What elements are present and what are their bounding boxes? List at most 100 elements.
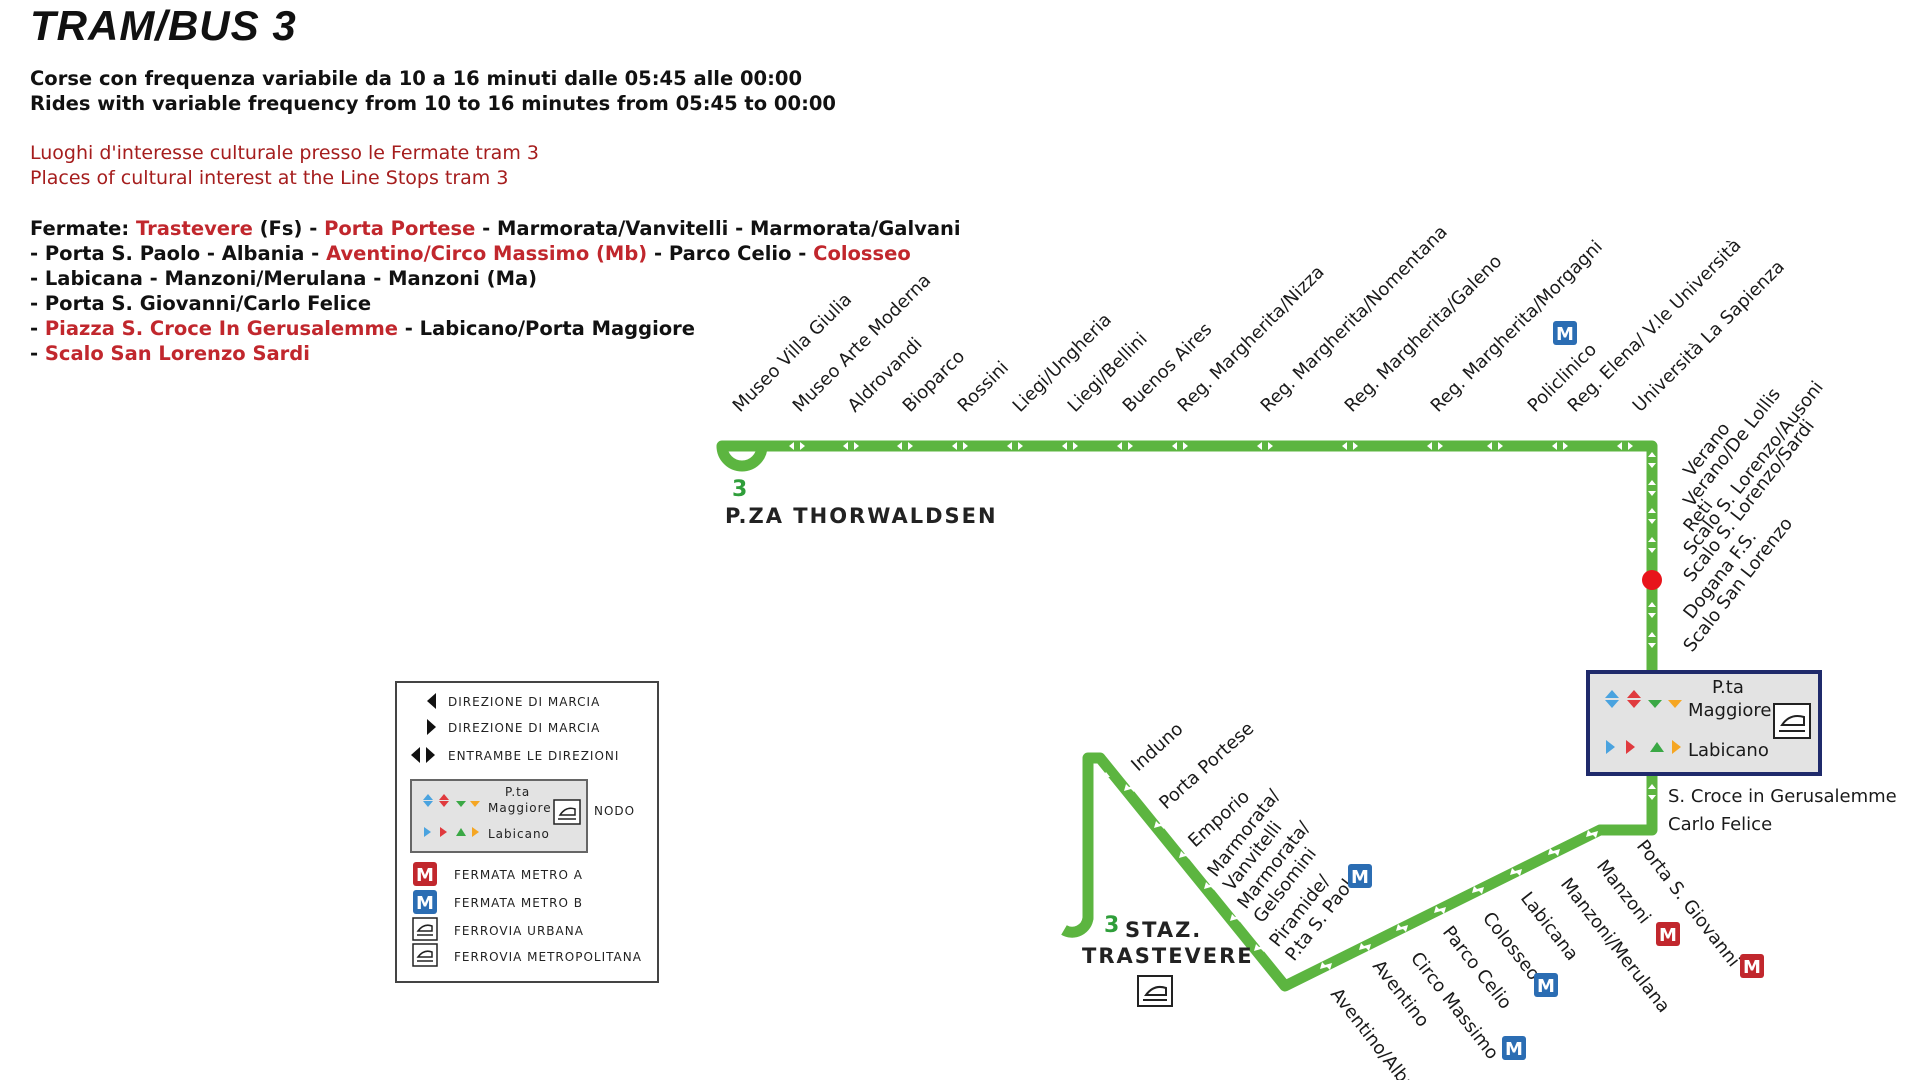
direction-arrow: [1648, 480, 1656, 496]
train-icon: [1137, 975, 1173, 1007]
terminus-south-label-1: STAZ.: [1125, 918, 1202, 942]
stop-label: Carlo Felice: [1668, 814, 1772, 835]
stops-list-line: - Piazza S. Croce In Gerusalemme - Labic…: [30, 316, 695, 341]
direction-arrow: [1230, 914, 1242, 922]
stop-text: - Porta S. Giovanni/Carlo Felice: [30, 292, 372, 315]
node-label-top: P.ta: [1712, 677, 1744, 698]
stops-list-line: - Labicana - Manzoni/Merulana - Manzoni …: [30, 266, 537, 291]
direction-arrow: [1342, 442, 1358, 450]
stop-text: - Labicana - Manzoni/Merulana - Manzoni …: [30, 267, 538, 290]
legend-both-directions: ENTRAMBE LE DIREZIONI: [448, 749, 619, 763]
direction-arrow: [1617, 442, 1633, 450]
page-title: TRAM/BUS 3: [30, 2, 297, 49]
direction-arrow: [1154, 821, 1166, 829]
stop-label: S. Croce in Gerusalemme: [1668, 786, 1897, 807]
direction-arrow: [1648, 602, 1656, 618]
highlighted-stop: Trastevere: [135, 217, 253, 240]
legend-rail-metro: FERROVIA METROPOLITANA: [454, 950, 642, 964]
stop-text: -: [30, 342, 45, 365]
direction-arrow: [897, 442, 913, 450]
direction-arrow: [1510, 868, 1522, 876]
direction-arrow: [1102, 772, 1110, 788]
metro-icon-letter: M: [416, 893, 434, 914]
legend: DIREZIONE DI MARCIA DIREZIONE DI MARCIA …: [395, 681, 659, 983]
direction-arrow: [789, 442, 805, 450]
stop-text: -: [30, 317, 45, 340]
stops-list-line: - Porta S. Paolo - Albania - Aventino/Ci…: [30, 241, 911, 266]
direction-arrow: [1102, 844, 1110, 860]
direction-arrows: [789, 442, 1656, 970]
legend-metro-a: FERMATA METRO A: [454, 868, 583, 882]
metro-a-icon: M: [1656, 922, 1680, 946]
cultural-interest-english: Places of cultural interest at the Line …: [30, 167, 509, 189]
direction-arrow: [1117, 442, 1133, 450]
legend-metro-b: FERMATA METRO B: [454, 896, 583, 910]
metro-icon-letter: M: [1351, 867, 1369, 888]
metro-a-icon: M: [1740, 954, 1764, 978]
direction-arrow: [1648, 508, 1656, 524]
stop-label: Reg. Margherita/Galeno: [1341, 251, 1507, 417]
route-number-south: 3: [1104, 913, 1119, 938]
node-label-bottom: Labicano: [1688, 740, 1769, 761]
metro-a-icon: M: [413, 862, 437, 886]
legend-node-bottom: Labicano: [488, 827, 550, 841]
direction-arrow: [1102, 872, 1110, 888]
metro-icon-letter: M: [1537, 976, 1555, 997]
direction-arrow: [1007, 442, 1023, 450]
train-icon: [1773, 703, 1811, 739]
train-icon: [553, 799, 581, 825]
stop-text: Fermate:: [30, 217, 136, 240]
stop-label: Aventino/Albania: [1326, 984, 1436, 1080]
highlighted-stop: Scalo San Lorenzo Sardi: [44, 342, 310, 365]
direction-arrow: [1648, 784, 1656, 800]
route-number-north: 3: [732, 477, 747, 502]
direction-arrow: [1257, 442, 1273, 450]
terminus-north-label: P.ZA THORWALDSEN: [725, 504, 998, 528]
stop-marker-red: [1642, 570, 1662, 590]
metro-b-icon: M: [1534, 973, 1558, 997]
direction-arrow: [1648, 537, 1656, 553]
direction-arrow: [1648, 452, 1656, 468]
direction-arrow: [1472, 886, 1484, 894]
legend-node-top: P.ta: [505, 785, 530, 799]
terminus-hook-north: [716, 445, 768, 472]
cultural-interest-italian: Luoghi d'interesse culturale presso le F…: [30, 142, 539, 164]
metro-icon-letter: M: [1505, 1039, 1523, 1060]
rail-metro-icon: [412, 943, 438, 967]
metro-icon-letter: M: [416, 865, 434, 886]
highlighted-stop: Aventino/Circo Massimo (Mb): [326, 242, 648, 265]
stop-text: - Labicano/Porta Maggiore: [398, 317, 696, 340]
direction-arrow: [1172, 442, 1188, 450]
metro-b-icon: M: [413, 890, 437, 914]
direction-arrow: [1552, 442, 1568, 450]
metro-b-icon: M: [413, 890, 437, 914]
direction-arrow: [1586, 830, 1598, 838]
direction-arrow: [1487, 442, 1503, 450]
stop-text: - Marmorata/Vanvitelli - Marmorata/Galva…: [475, 217, 961, 240]
direction-arrow: [1204, 882, 1216, 890]
direction-arrow: [1062, 442, 1078, 450]
terminus-hook-south: [1061, 916, 1094, 938]
stop-text: (Fs) -: [252, 217, 325, 240]
direction-arrow: [1648, 632, 1656, 648]
direction-arrow: [1254, 944, 1266, 952]
direction-arrow: [1102, 812, 1110, 828]
metro-b-icon: M: [1348, 864, 1372, 888]
direction-arrow: [1427, 442, 1443, 450]
node-label-mid: Maggiore: [1688, 700, 1772, 721]
metro-icon-letter: M: [1556, 324, 1574, 345]
direction-arrow: [843, 442, 859, 450]
direction-arrow: [1548, 848, 1560, 856]
direction-arrow: [1434, 906, 1446, 914]
legend-node-mid: Maggiore: [488, 801, 552, 815]
direction-arrow: [1179, 851, 1191, 859]
frequency-italian: Corse con frequenza variabile da 10 a 16…: [30, 67, 803, 90]
stop-text: - Parco Celio -: [647, 242, 814, 265]
direction-arrow: [952, 442, 968, 450]
legend-direction-2: DIREZIONE DI MARCIA: [448, 721, 600, 735]
highlighted-stop: Porta Portese: [324, 217, 476, 240]
metro-b-icon: M: [1553, 321, 1577, 345]
metro-a-icon: M: [413, 862, 437, 886]
stops-list-line: - Porta S. Giovanni/Carlo Felice: [30, 291, 371, 316]
